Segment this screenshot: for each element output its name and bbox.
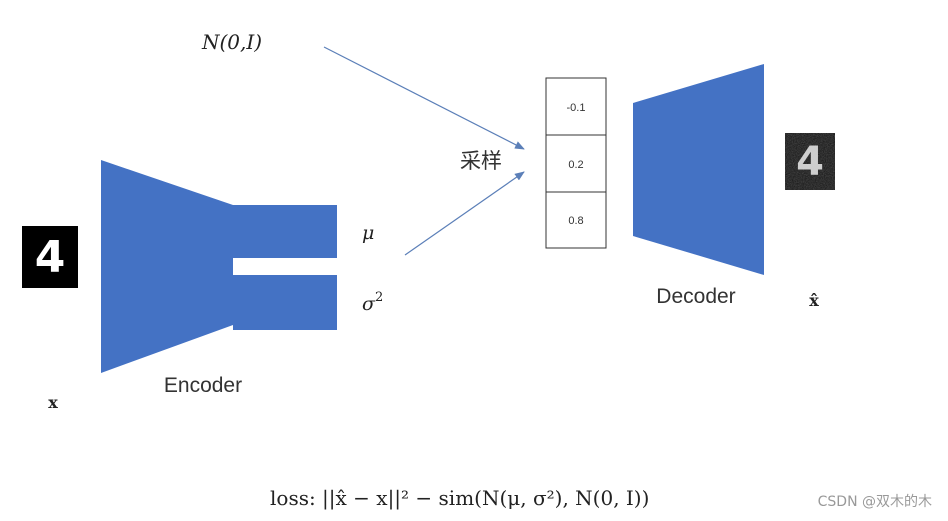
watermark: CSDN @双木的木	[818, 494, 932, 510]
input-digit-image: 4	[22, 226, 78, 288]
noise-label: N(0,I)	[201, 30, 262, 54]
encoder-label: Encoder	[164, 374, 242, 397]
latent-cell	[545, 77, 607, 136]
decoder-label: Decoder	[656, 285, 735, 308]
input-x-label: x	[48, 393, 58, 412]
input-digit: 4	[35, 232, 66, 283]
loss-formula: loss: ||x̂ − x||² − sim(N(μ, σ²), N(0, I…	[270, 486, 649, 511]
latent-cell	[545, 134, 607, 193]
output-x-hat-label: x̂	[809, 291, 819, 310]
decoder-block	[633, 64, 764, 275]
output-digit-image: 4	[785, 133, 835, 190]
latent-cell	[545, 191, 607, 249]
encoder-arrow	[404, 171, 525, 256]
mu-branch	[233, 205, 337, 258]
sigma-label: σ2	[362, 290, 383, 315]
latent-vector: -0.1 0.2 0.8	[545, 77, 607, 249]
mu-label: μ	[362, 222, 374, 244]
sigma-branch	[233, 275, 337, 330]
latent-value: 0.2	[568, 159, 583, 171]
sampling-label: 采样	[460, 149, 502, 173]
output-digit: 4	[796, 139, 824, 185]
noise-arrow	[323, 46, 525, 150]
latent-value: 0.8	[568, 215, 583, 227]
latent-value: -0.1	[567, 102, 586, 114]
encoder-block	[101, 160, 233, 373]
